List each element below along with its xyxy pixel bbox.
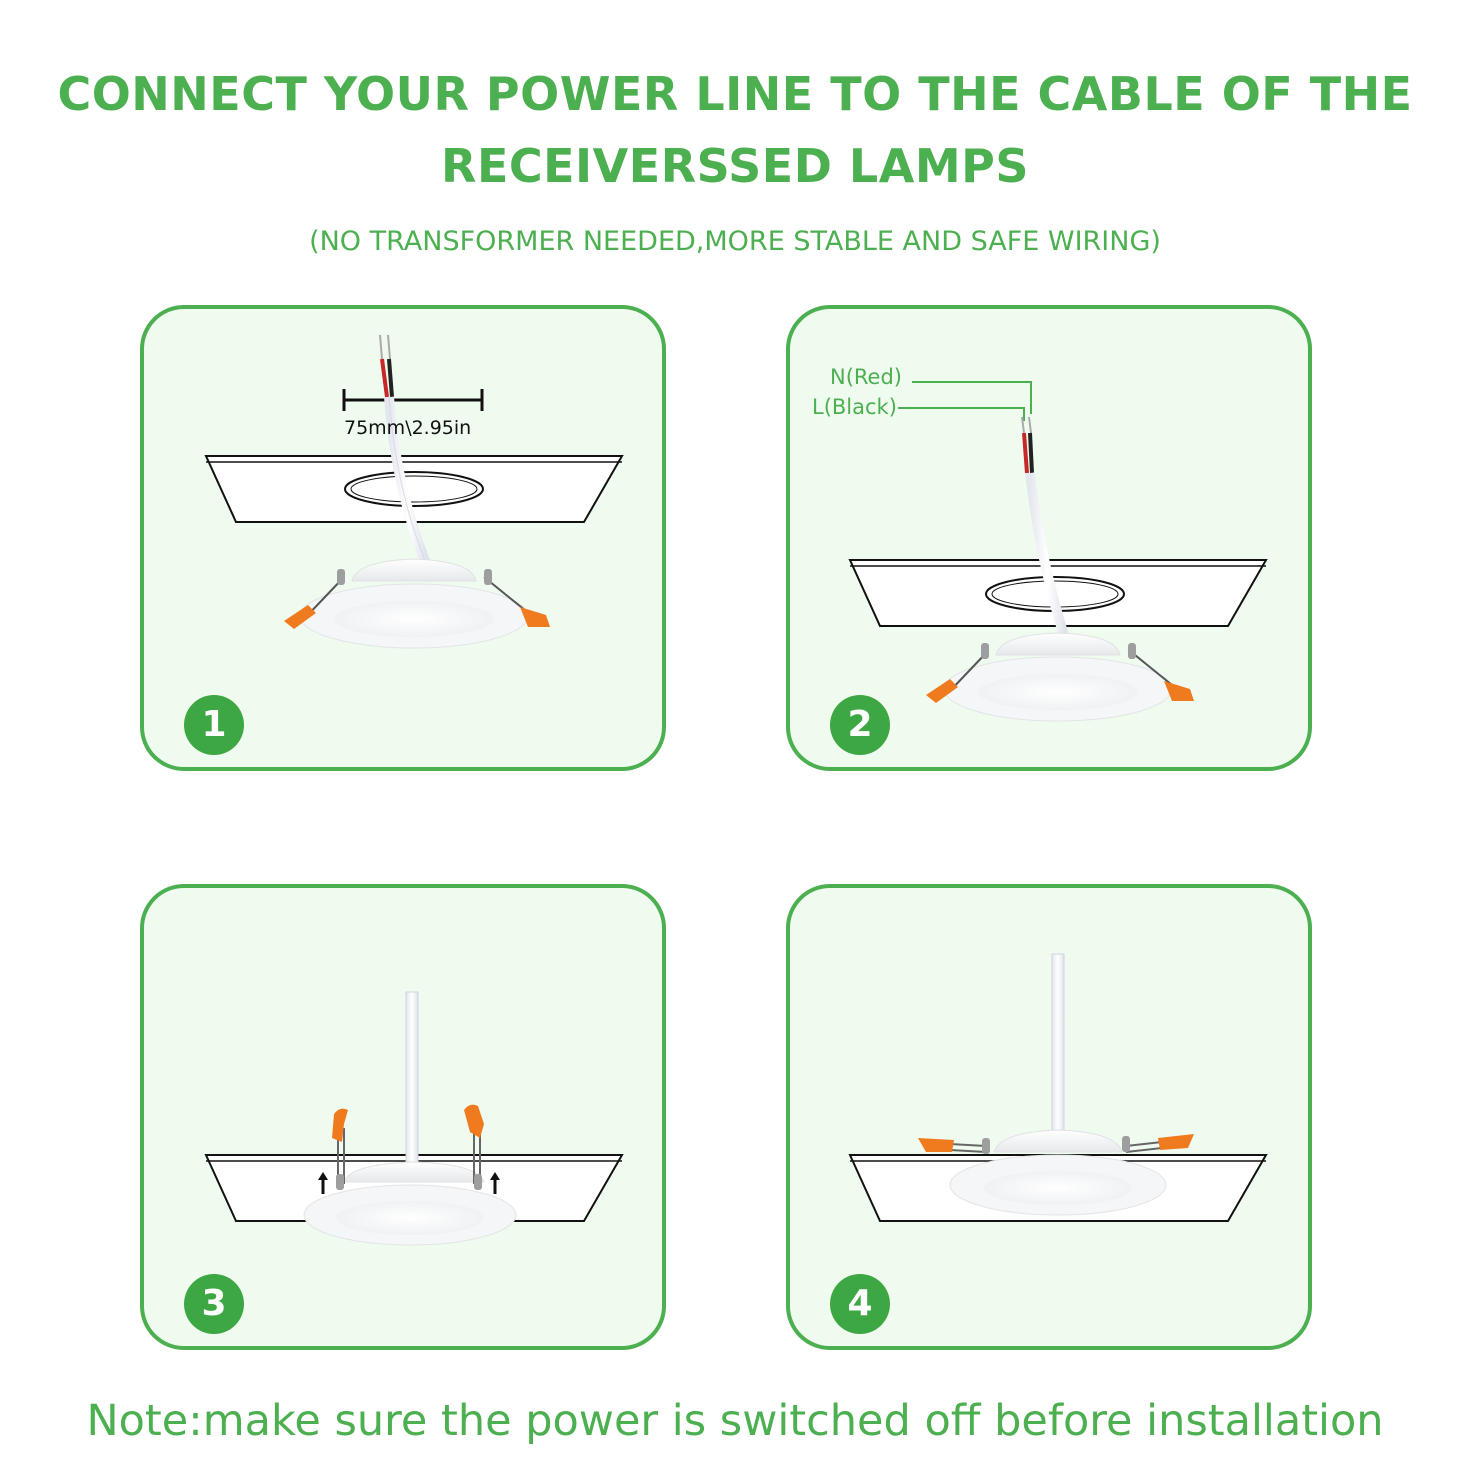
neutral-wire-label: N(Red) xyxy=(830,365,902,389)
up-arrow-icons xyxy=(318,1172,500,1194)
page-subtitle: (NO TRANSFORMER NEEDED,MORE STABLE AND S… xyxy=(309,226,1161,257)
step-2-illustration xyxy=(848,381,1268,722)
cable xyxy=(1021,416,1070,641)
step-4-panel: 4 xyxy=(786,884,1312,1350)
title-line-2: RECEIVERSSED LAMPS xyxy=(441,139,1029,193)
step-number-badge: 1 xyxy=(184,695,244,755)
live-wire-label: L(Black) xyxy=(812,395,897,419)
title-line-1: CONNECT YOUR POWER LINE TO THE CABLE OF … xyxy=(57,67,1413,121)
footer-note: Note:make sure the power is switched off… xyxy=(86,1396,1384,1446)
step-number-badge: 2 xyxy=(830,695,890,755)
wire-leader-lines xyxy=(898,381,1032,421)
downlight xyxy=(918,1129,1194,1216)
step-number-badge: 4 xyxy=(830,1274,890,1334)
step-1-panel: 75mm\2.95in 1 xyxy=(140,305,666,771)
measurement-label: 75mm\2.95in xyxy=(344,417,472,439)
measurement-bar xyxy=(342,389,484,411)
step-4-illustration xyxy=(848,953,1268,1222)
step-2-panel: N(Red) L(Black) 2 xyxy=(786,305,1312,771)
page-title: CONNECT YOUR POWER LINE TO THE CABLE OF … xyxy=(0,58,1470,202)
step-1-illustration xyxy=(204,334,624,649)
cable xyxy=(1051,953,1065,1145)
downlight xyxy=(284,558,550,649)
downlight xyxy=(926,632,1194,722)
step-number-badge: 3 xyxy=(184,1274,244,1334)
cable xyxy=(405,991,419,1173)
cutout-hole xyxy=(344,471,484,507)
ceiling-board xyxy=(848,559,1268,627)
ceiling-board xyxy=(204,455,624,523)
step-3-panel: 3 xyxy=(140,884,666,1350)
downlight xyxy=(303,1104,517,1246)
step-3-illustration xyxy=(204,991,624,1246)
cable xyxy=(379,334,431,565)
